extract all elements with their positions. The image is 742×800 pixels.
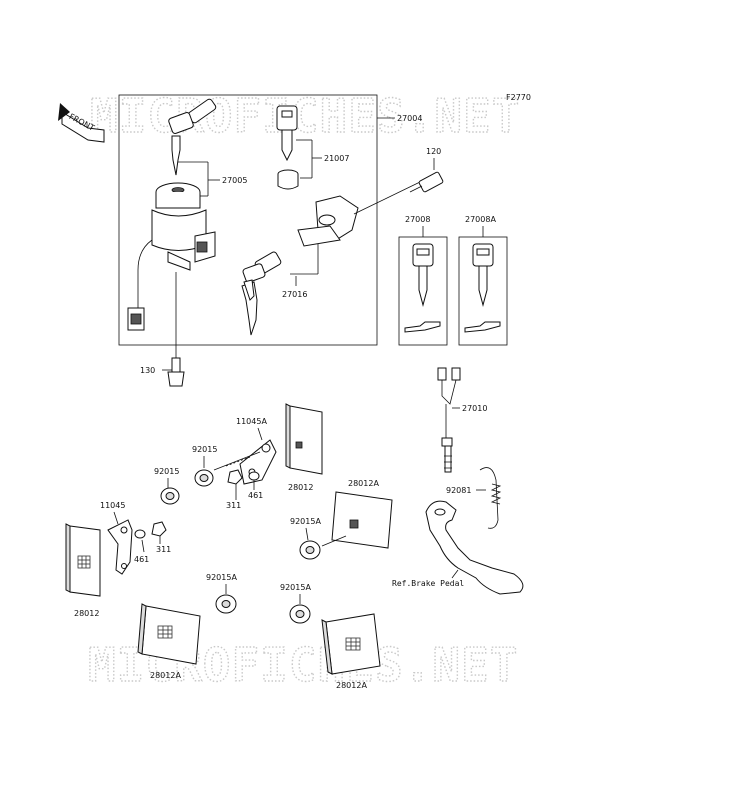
label-28012a-right: 28012A	[336, 681, 367, 690]
pad-28012-left-icon	[65, 523, 101, 597]
collar-92015a-left-icon	[215, 594, 237, 614]
ignition-switch-icon	[127, 182, 216, 331]
plug-icon	[277, 169, 299, 190]
label-120: 120	[426, 147, 441, 156]
nut-311-top-icon	[227, 469, 243, 485]
label-27010: 27010	[462, 404, 487, 413]
bracket-11045-icon	[107, 519, 133, 575]
label-27008: 27008	[405, 215, 430, 224]
collar-92015-top-icon	[194, 469, 214, 487]
label-28012a-top: 28012A	[348, 479, 379, 488]
pad-28012a-top-icon	[331, 491, 393, 549]
watermark-top: MICROFICHES.NET	[90, 89, 520, 143]
label-11045: 11045	[100, 501, 125, 510]
label-21007: 21007	[324, 154, 349, 163]
helmet-lock-icon	[297, 195, 359, 247]
ref-brake-pedal-note: Ref.Brake Pedal	[392, 579, 464, 588]
label-130: 130	[140, 366, 155, 375]
label-27016: 27016	[282, 290, 307, 299]
collar-92015a-right-icon	[289, 604, 311, 624]
washer-461-bottom-icon	[134, 529, 146, 539]
label-92015a-left: 92015A	[206, 573, 237, 582]
label-27004: 27004	[397, 114, 422, 123]
label-28012a-left: 28012A	[150, 671, 181, 680]
brake-pedal-icon	[425, 500, 524, 595]
collar-92015-left-icon	[160, 487, 180, 505]
label-92015a-right: 92015A	[280, 583, 311, 592]
washer-461-top-icon	[248, 471, 260, 481]
label-11045a: 11045A	[236, 417, 267, 426]
label-311-top: 311	[226, 501, 241, 510]
nut-311-bottom-icon	[151, 521, 167, 537]
ignition-kit-box	[118, 94, 378, 346]
spring-92081-icon	[479, 467, 502, 529]
spare-keys-icon	[241, 251, 282, 336]
label-27008a: 27008A	[465, 215, 496, 224]
label-92015-top: 92015	[192, 445, 217, 454]
bracket-11045a-icon	[213, 439, 277, 485]
bolt-130-icon	[167, 272, 185, 387]
label-92015-left: 92015	[154, 467, 179, 476]
label-28012-top: 28012	[288, 483, 313, 492]
bolt-120-icon	[409, 171, 444, 193]
label-461-bottom: 461	[134, 555, 149, 564]
key-blank-icon	[276, 105, 298, 162]
label-92081: 92081	[446, 486, 471, 495]
pad-28012-top-icon	[285, 403, 323, 475]
label-311-bottom: 311	[156, 545, 171, 554]
pad-28012a-right-icon	[321, 613, 381, 675]
label-461-top: 461	[248, 491, 263, 500]
label-28012-left: 28012	[74, 609, 99, 618]
key-set-icon	[168, 98, 217, 176]
figure-code: F2770	[506, 93, 531, 102]
brake-light-switch-icon	[437, 367, 461, 473]
key-blank-27008-card	[398, 236, 448, 346]
label-27005: 27005	[222, 176, 247, 185]
pad-28012a-left-icon	[137, 603, 201, 665]
key-blank-27008a-card	[458, 236, 508, 346]
label-92015a-mid: 92015A	[290, 517, 321, 526]
collar-92015a-mid-icon	[299, 535, 347, 560]
